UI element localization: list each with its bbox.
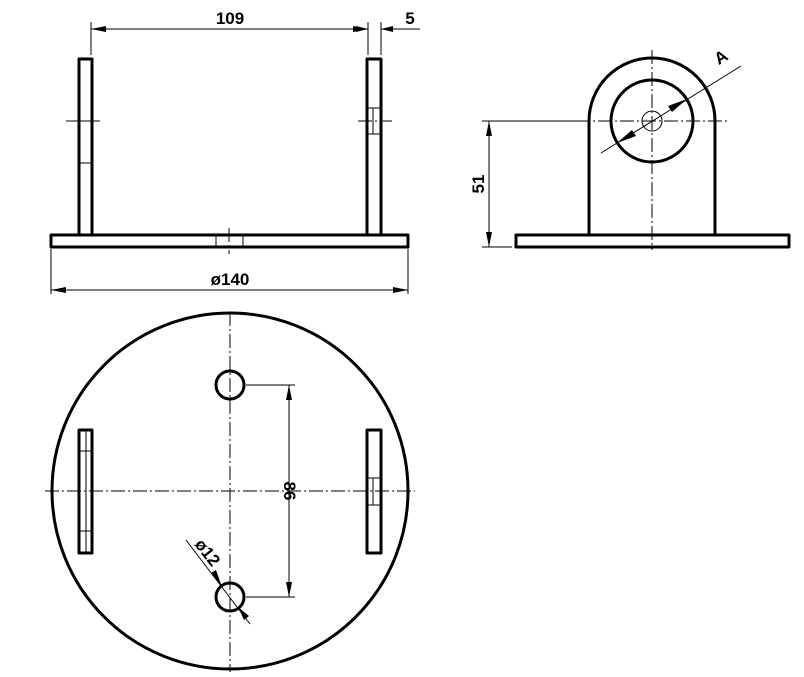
arrowhead: [91, 26, 106, 32]
dimension-140-label: ø140: [211, 270, 250, 289]
arrowhead: [238, 607, 249, 620]
arrowhead: [393, 287, 408, 293]
mounting-hole-top: [214, 369, 246, 401]
side-view: A 51: [469, 46, 791, 250]
right-plate-top: [365, 428, 383, 555]
top-view: 86 ø12: [45, 311, 415, 672]
arrowhead: [668, 99, 687, 112]
dimension-51-label: 51: [469, 175, 488, 194]
arrowhead: [286, 385, 292, 400]
arrowhead: [617, 130, 636, 143]
dimension-5-label: 5: [405, 9, 414, 28]
arrowhead: [51, 287, 66, 293]
mounting-hole-bottom: [214, 581, 246, 613]
section-label-a: A: [711, 46, 731, 69]
arrowhead: [486, 121, 492, 136]
arrowhead: [381, 26, 393, 32]
dimension-12-label: ø12: [191, 535, 224, 570]
dimension-86-label: 86: [280, 482, 299, 501]
arrowhead: [286, 582, 292, 597]
left-plate-front: [77, 57, 94, 237]
front-view: 109 5 ø140: [49, 9, 420, 294]
arrowhead: [356, 26, 368, 32]
right-plate-front: [365, 57, 383, 237]
dimension-109-label: 109: [216, 9, 244, 28]
arrowhead: [211, 570, 222, 587]
leader-line-12: [185, 539, 251, 625]
arrowhead: [486, 232, 492, 247]
